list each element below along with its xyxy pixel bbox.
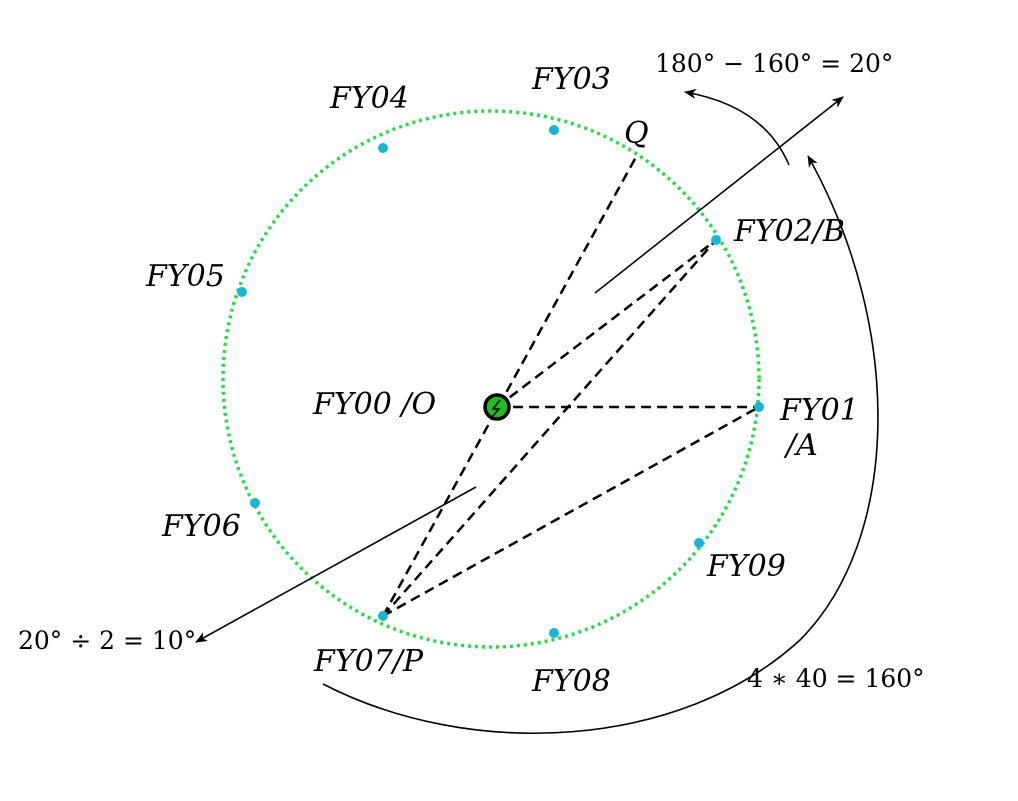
arrow-left (195, 486, 477, 643)
label-center: FY00 /O (312, 387, 436, 422)
annotation-left: 20° ÷ 2 = 10° (18, 626, 196, 655)
label-fy04: FY04 (329, 81, 409, 116)
label-fy03: FY03 (531, 62, 611, 97)
point-fy03 (549, 125, 559, 135)
point-fy04 (378, 143, 388, 153)
label-fy02: FY02/B (733, 214, 845, 249)
annotation-top: 180° − 160° = 20° (655, 49, 893, 78)
point-fy02 (711, 235, 721, 245)
point-fy05 (237, 287, 247, 297)
point-fy09 (694, 538, 704, 548)
orbit-circle (221, 109, 761, 649)
label-fy07: FY07/P (313, 644, 424, 679)
point-fy07 (378, 611, 388, 621)
arc-arrow-large (322, 155, 879, 734)
arrow-top-right (594, 96, 844, 294)
label-fy09: FY09 (706, 549, 786, 584)
label-fy01: FY01 (779, 393, 859, 428)
point-fy06 (250, 498, 260, 508)
arc-arrow-small (684, 89, 790, 166)
annotation-bottom: 4 ∗ 40 = 160° (747, 664, 925, 693)
line-p-q (381, 156, 638, 617)
label-fy01-alias: /A (783, 428, 818, 463)
label-fy06: FY06 (161, 509, 241, 544)
earth-center-icon (483, 393, 511, 421)
line-p-a (382, 405, 760, 618)
label-q: Q (624, 116, 649, 151)
label-fy08: FY08 (531, 664, 611, 699)
line-p-b (382, 239, 717, 617)
label-fy05: FY05 (145, 259, 225, 294)
point-fy08 (549, 628, 559, 638)
line-o-b (496, 239, 717, 408)
point-fy01 (754, 402, 764, 412)
